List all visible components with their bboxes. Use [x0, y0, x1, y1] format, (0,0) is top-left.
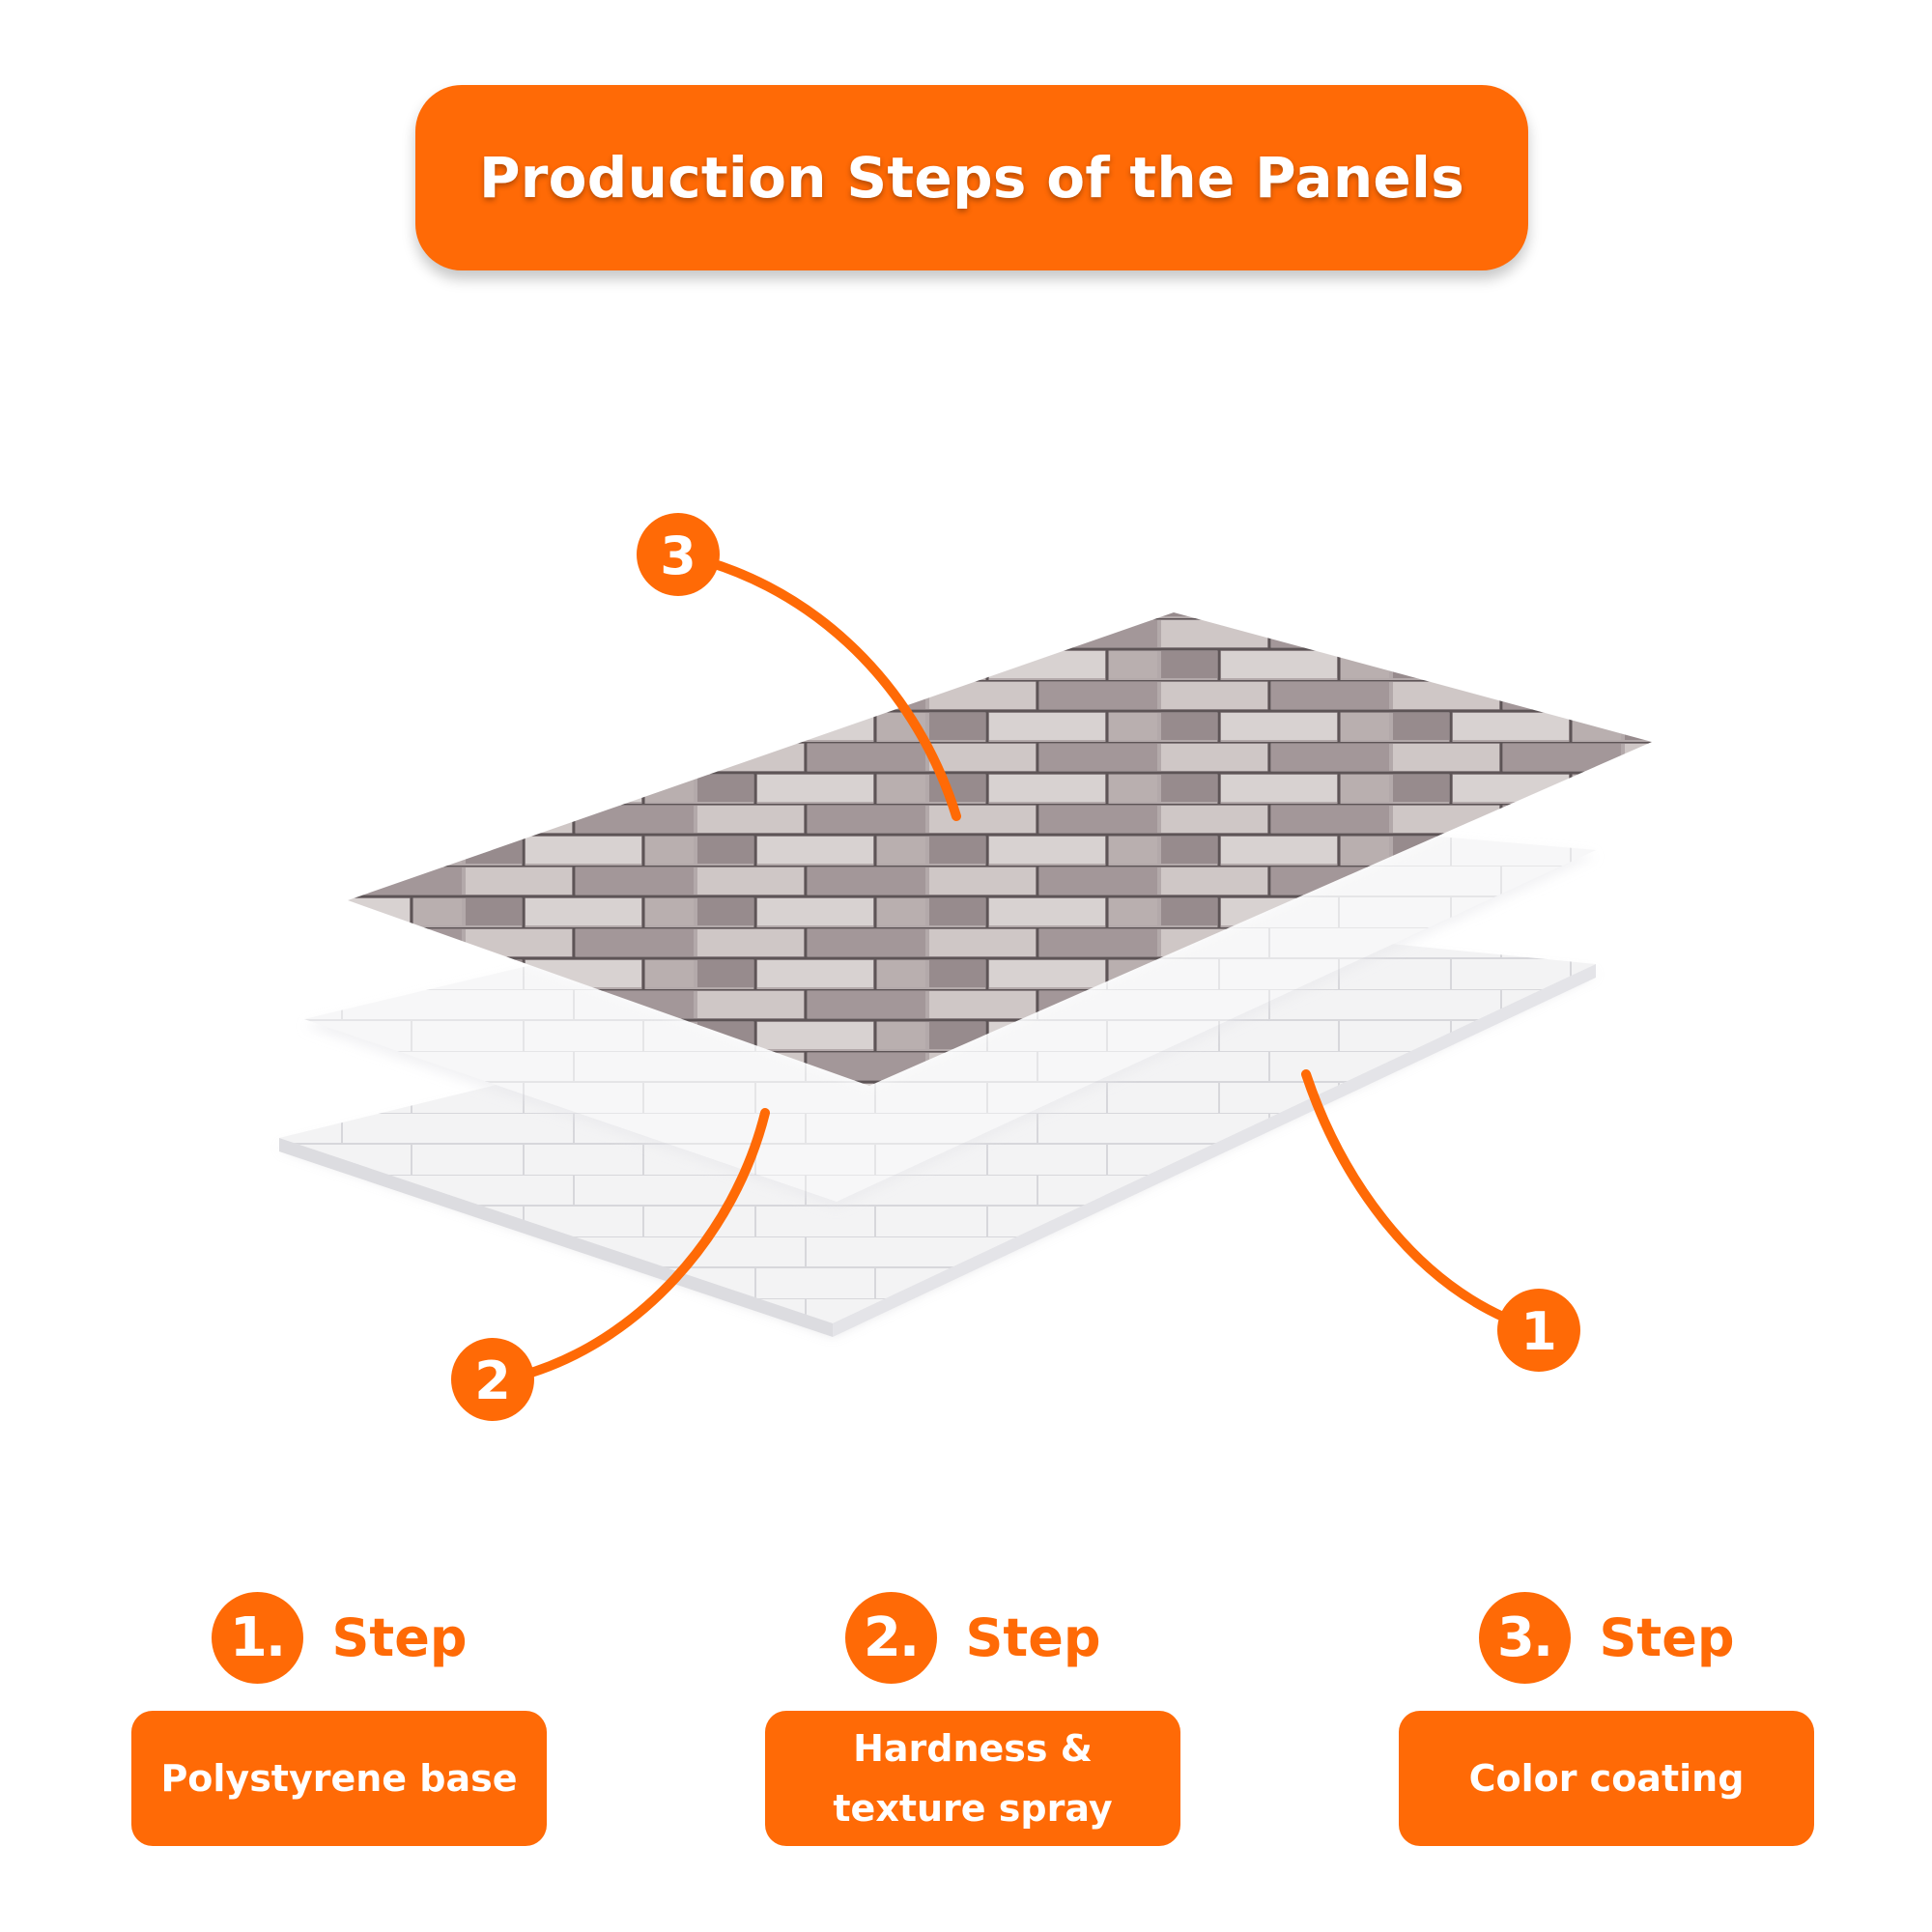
step-2-word: Step	[965, 1607, 1101, 1668]
page-title: Production Steps of the Panels	[478, 145, 1465, 211]
callout-3: 3	[637, 513, 720, 596]
step-3: 3. Step Color coating	[1399, 1592, 1814, 1846]
step-2-header: 2. Step	[765, 1592, 1180, 1684]
callout-3-leader	[673, 550, 961, 821]
step-3-header: 3. Step	[1399, 1592, 1814, 1684]
callout-2: 2	[451, 1338, 534, 1421]
callout-2-leader	[517, 1108, 770, 1380]
callout-1: 1	[1497, 1289, 1580, 1372]
step-2-description: Hardness & texture spray	[765, 1711, 1180, 1846]
callout-3-number: 3	[660, 526, 696, 586]
callout-2-number: 2	[474, 1350, 511, 1411]
step-3-word: Step	[1599, 1607, 1735, 1668]
step-2-number: 2.	[844, 1592, 937, 1684]
color-coating-layer	[348, 612, 1652, 1086]
step-1-number: 1.	[211, 1592, 303, 1684]
title-banner: Production Steps of the Panels	[415, 85, 1528, 270]
step-3-description: Color coating	[1399, 1711, 1814, 1846]
step-3-number: 3.	[1478, 1592, 1571, 1684]
step-2: 2. Step Hardness & texture spray	[765, 1592, 1180, 1846]
callout-1-number: 1	[1520, 1301, 1557, 1362]
callout-1-leader	[1301, 1069, 1510, 1322]
step-1-header: 1. Step	[131, 1592, 547, 1684]
step-1: 1. Step Polystyrene base	[131, 1592, 547, 1846]
step-1-word: Step	[331, 1607, 468, 1668]
step-1-description: Polystyrene base	[131, 1711, 547, 1846]
